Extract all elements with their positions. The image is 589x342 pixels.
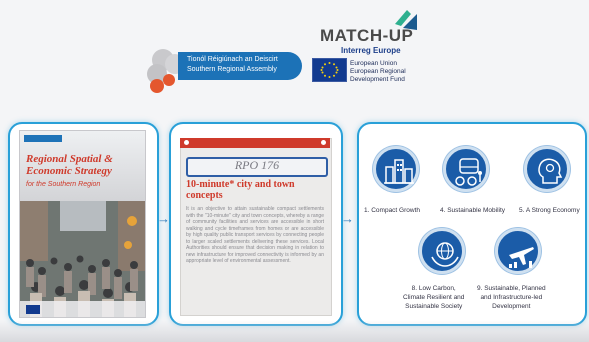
- arrow-right-icon: →: [157, 211, 170, 226]
- cover-subtitle: for the Southern Region: [26, 181, 101, 188]
- rpo-top-bar: [180, 138, 330, 148]
- airplane-icon: [509, 247, 534, 268]
- rpo-heading: 10-minute* city and town concepts: [186, 179, 295, 201]
- eu-text-1: European Union: [350, 60, 397, 67]
- rpo-body-text: It is an objective to attain sustainable…: [186, 206, 324, 264]
- outcome-sustainable-mobility: [443, 146, 489, 192]
- mobility-icon: [455, 158, 482, 186]
- assembly-name-english: Southern Regional Assembly: [187, 66, 277, 73]
- outcome-label-line: 9. Sustainable, Planned: [477, 285, 546, 292]
- strategy-cover: Regional Spatial & Economic Strategy for…: [19, 130, 146, 318]
- outcome-label-line: and Infrastructure-led: [480, 294, 543, 301]
- outcome-label: 8. Low Carbon, Climate Resilient and Sus…: [403, 284, 464, 311]
- rpo-number-box: [186, 157, 328, 177]
- outcome-label: 9. Sustainable, Planned and Infrastructu…: [477, 284, 546, 311]
- cover-title: Regional Spatial & Economic Strategy: [26, 153, 113, 177]
- outcome-low-carbon: [419, 228, 465, 274]
- outcome-label: 4. Sustainable Mobility: [440, 207, 506, 214]
- outcome-compact-growth: [373, 146, 419, 192]
- eu-flag-icon: [312, 58, 347, 82]
- matchup-emblem-icon: [395, 10, 417, 30]
- outcome-label-line: 8. Low Carbon,: [411, 285, 456, 292]
- outcome-label: 5. A Strong Economy: [519, 207, 580, 214]
- dot-icon: [321, 140, 326, 145]
- cover-badge: [24, 135, 62, 142]
- economy-icon: [538, 158, 563, 184]
- assembly-name-irish: Tionól Réigiúnach an Deiscirt: [187, 56, 278, 63]
- eu-text-2: European Regional: [350, 68, 406, 75]
- street-crowd-image: [20, 201, 145, 317]
- assembly-banner: [178, 52, 302, 80]
- matchup-logo: MATCH-UP Interreg Europe: [320, 8, 430, 55]
- cover-footer: [20, 301, 145, 317]
- slide-bottom-shadow: [0, 320, 589, 342]
- outcome-label-line: Development: [492, 303, 531, 310]
- outcome-label-line: Climate Resilient and: [403, 294, 465, 301]
- globe-hands-icon: [431, 242, 459, 267]
- city-icon: [384, 159, 414, 184]
- rpo-number: RPO 176: [234, 158, 280, 172]
- arrow-right-icon: →: [341, 211, 354, 226]
- cover-eu-flag-icon: [26, 305, 40, 314]
- outcome-infrastructure: [495, 228, 541, 274]
- assembly-logo: Tionól Réigiúnach an Deiscirt Southern R…: [145, 46, 305, 94]
- eu-text-3: Development Fund: [350, 76, 405, 83]
- matchup-sub: Interreg Europe: [341, 46, 401, 55]
- outcome-strong-economy: [524, 146, 570, 192]
- matchup-name: MATCH-UP: [320, 26, 414, 45]
- eu-logo: European Union European Regional Develop…: [312, 58, 452, 90]
- outcome-label-line: Sustainable Society: [405, 303, 463, 310]
- dot-icon: [184, 140, 189, 145]
- cover-header: [20, 131, 145, 201]
- outcome-label: 1. Compact Growth: [364, 207, 420, 214]
